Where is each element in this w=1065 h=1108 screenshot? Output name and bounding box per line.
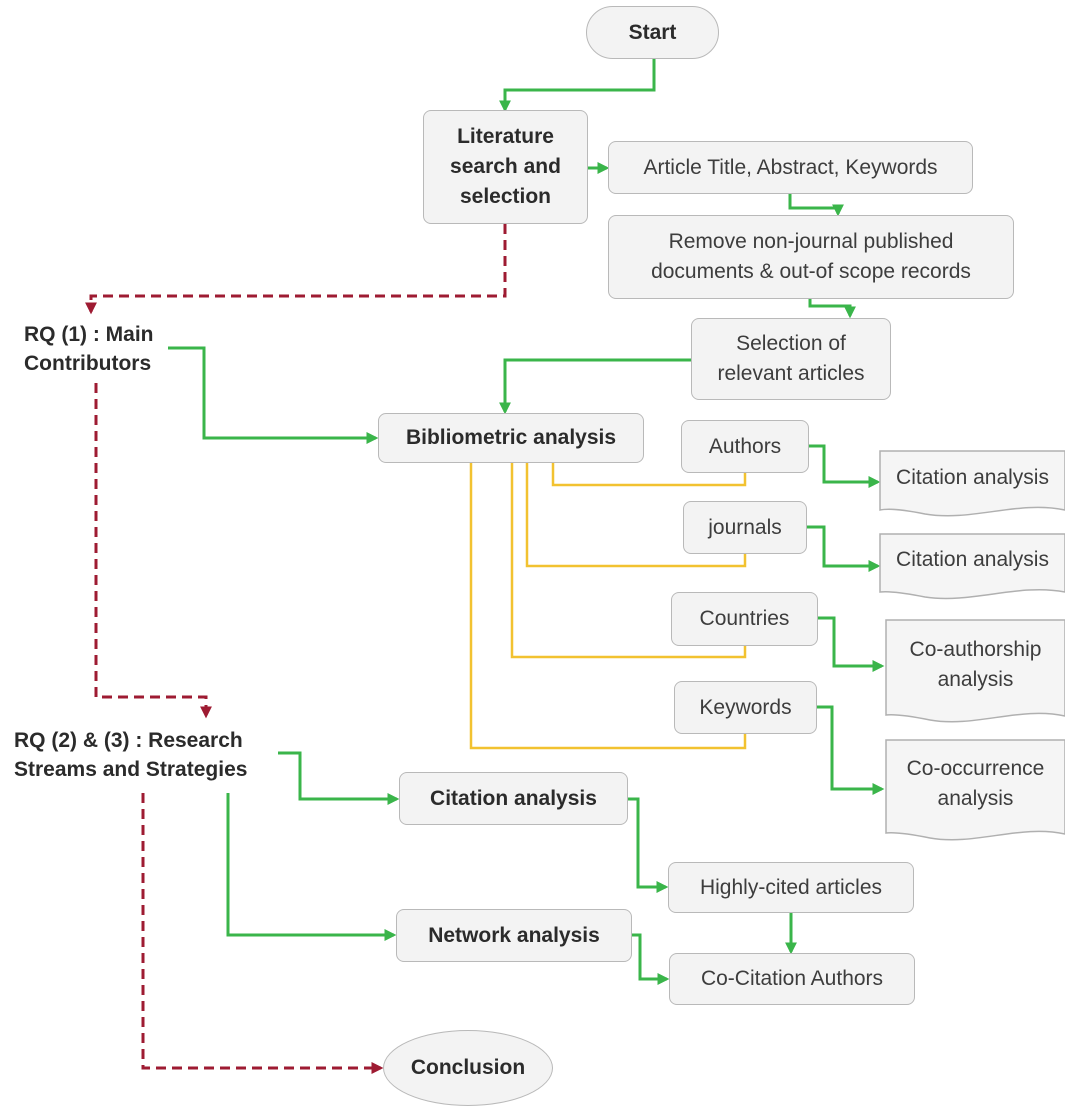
yellow-line-authors [551, 463, 747, 487]
arrow-remove-to-selection [808, 299, 856, 319]
yellow-line-journals [525, 463, 747, 568]
rq23-label: RQ (2) & (3) : Research Streams and Stra… [14, 729, 248, 781]
rq1-label: RQ (1) : Main Contributors [24, 323, 154, 375]
dashed-lit-to-rq1 [85, 224, 507, 315]
citation-analysis-box: Citation analysis [399, 772, 628, 825]
dashed-rq23-to-conclusion [141, 793, 384, 1074]
yellow-line-countries [510, 463, 747, 659]
highly-cited-box: Highly-cited articles [668, 862, 914, 913]
arrow-rq23-to-network [226, 793, 397, 941]
authors-box: Authors [681, 420, 809, 473]
doc-shape-countries [885, 619, 1065, 723]
journals-box: journals [683, 501, 807, 554]
selection-box: Selection of relevant articles [691, 318, 891, 400]
yellow-connectors [469, 463, 747, 750]
doc-shape-authors [879, 450, 1065, 517]
red-dashed-arrows [85, 224, 507, 1074]
arrow-countries-to-doc [818, 616, 885, 672]
arrow-authors-to-doc [809, 444, 881, 488]
arrow-title-to-remove [788, 194, 844, 217]
arrow-selection-to-biblio [499, 358, 691, 415]
bibliometric-analysis-box: Bibliometric analysis [378, 413, 644, 463]
arrow-citation-to-highly [628, 797, 669, 893]
yellow-line-keywords [469, 463, 747, 750]
remove-documents-box: Remove non-journal published documents &… [608, 215, 1014, 299]
network-analysis-box: Network analysis [396, 909, 632, 962]
doc-shape-keywords [885, 739, 1065, 841]
keywords-box: Keywords [674, 681, 817, 734]
document-shapes [879, 450, 1065, 841]
doc-countries-text: Co-authorship analysis [909, 638, 1042, 691]
green-arrows [168, 58, 885, 985]
arrow-rq1-to-biblio [168, 346, 379, 444]
doc-journals-text: Citation analysis [896, 548, 1049, 571]
literature-search-box: Literature search and selection [423, 110, 588, 224]
dashed-rq1-to-rq23 [94, 383, 212, 719]
arrow-journals-to-doc [807, 525, 881, 572]
conclusion-terminal: Conclusion [383, 1030, 553, 1106]
arrow-keywords-to-doc [817, 705, 885, 795]
co-citation-box: Co-Citation Authors [669, 953, 915, 1005]
doc-keywords-text: Co-occurrence analysis [906, 757, 1045, 810]
article-title-box: Article Title, Abstract, Keywords [608, 141, 973, 194]
arrow-start-to-lit [499, 58, 656, 113]
arrow-network-to-cocitation [632, 933, 670, 985]
doc-authors-text: Citation analysis [896, 466, 1049, 489]
countries-box: Countries [671, 592, 818, 646]
doc-shape-journals [879, 533, 1065, 600]
start-terminal: Start [586, 6, 719, 59]
arrow-rq23-to-citation [278, 751, 400, 805]
